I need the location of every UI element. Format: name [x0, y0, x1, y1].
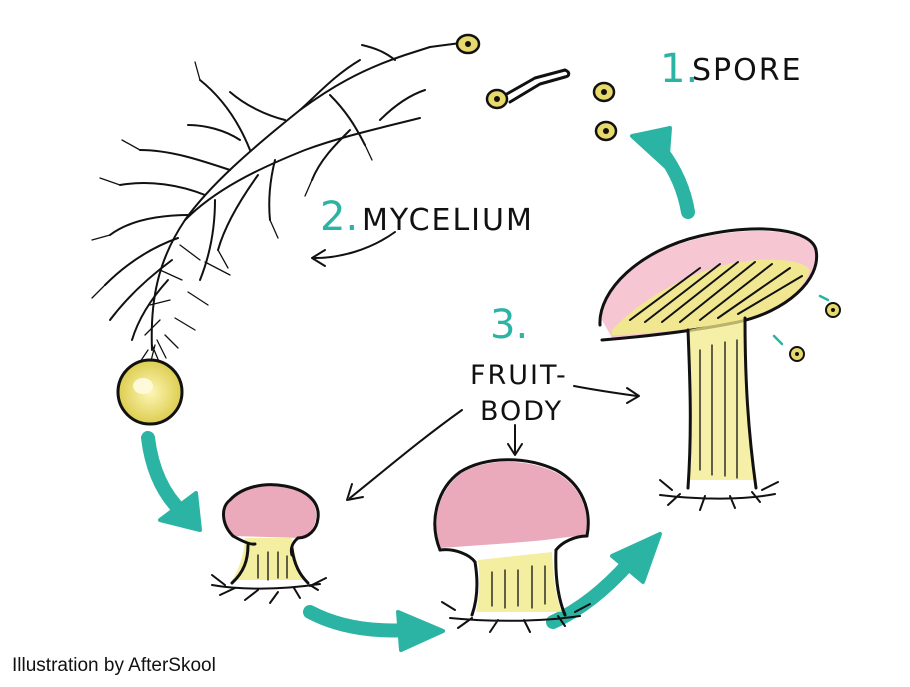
spores — [592, 81, 618, 142]
fruitbody-number: 3. — [490, 302, 528, 348]
label-spore: 1. SPORE — [660, 46, 803, 92]
cycle-arrow-spore-to-top — [630, 126, 695, 219]
spore-label: SPORE — [692, 53, 803, 88]
spore-tube — [455, 33, 481, 55]
label-mycelium: 2. MYCELIUM — [320, 194, 534, 240]
mycelium-label: MYCELIUM — [362, 203, 534, 238]
mushroom-medium — [433, 458, 591, 633]
illustration-credit: Illustration by AfterSkool — [12, 655, 216, 676]
fruitbody-label-line1: FRUIT- — [470, 360, 568, 391]
germinating-spore — [116, 358, 184, 426]
mushroom-mature — [598, 227, 819, 511]
mycelium-number: 2. — [320, 194, 358, 240]
cycle-arrow-mycelium-down — [141, 431, 202, 532]
germinating-spore-hypha — [485, 68, 571, 110]
pointer-arrow-fruitbody-right — [573, 385, 640, 404]
cycle-arrow-bottom-middle — [303, 605, 445, 652]
label-fruitbody: 3. FRUIT- BODY — [470, 302, 568, 427]
spore-number: 1. — [660, 46, 698, 92]
pointer-arrow-fruitbody-down — [507, 424, 523, 456]
pointer-arrow-fruitbody-left — [346, 409, 463, 501]
pointer-arrow-mycelium — [311, 231, 396, 267]
cycle-arrow-bottom-right — [546, 532, 662, 629]
mycelium-drawing — [91, 41, 469, 366]
falling-spores — [772, 294, 841, 362]
mushroom-young — [211, 483, 327, 604]
fruitbody-label-line2: BODY — [480, 396, 563, 427]
